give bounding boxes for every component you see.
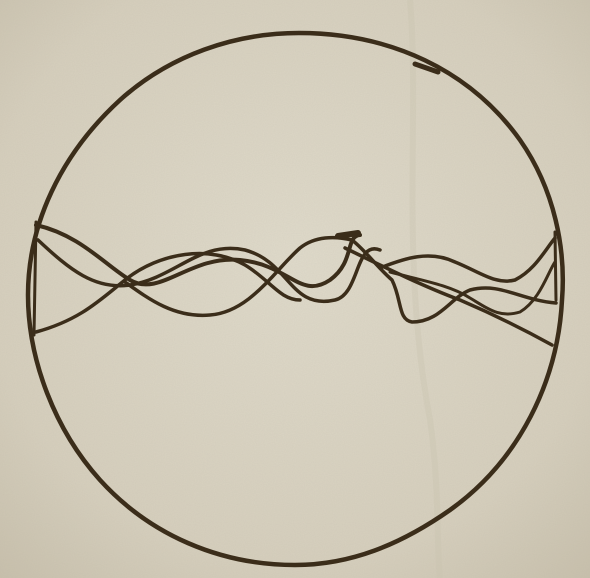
right-edge-line	[555, 232, 556, 300]
left-edge-line	[34, 222, 36, 335]
ink-blot	[338, 233, 358, 236]
